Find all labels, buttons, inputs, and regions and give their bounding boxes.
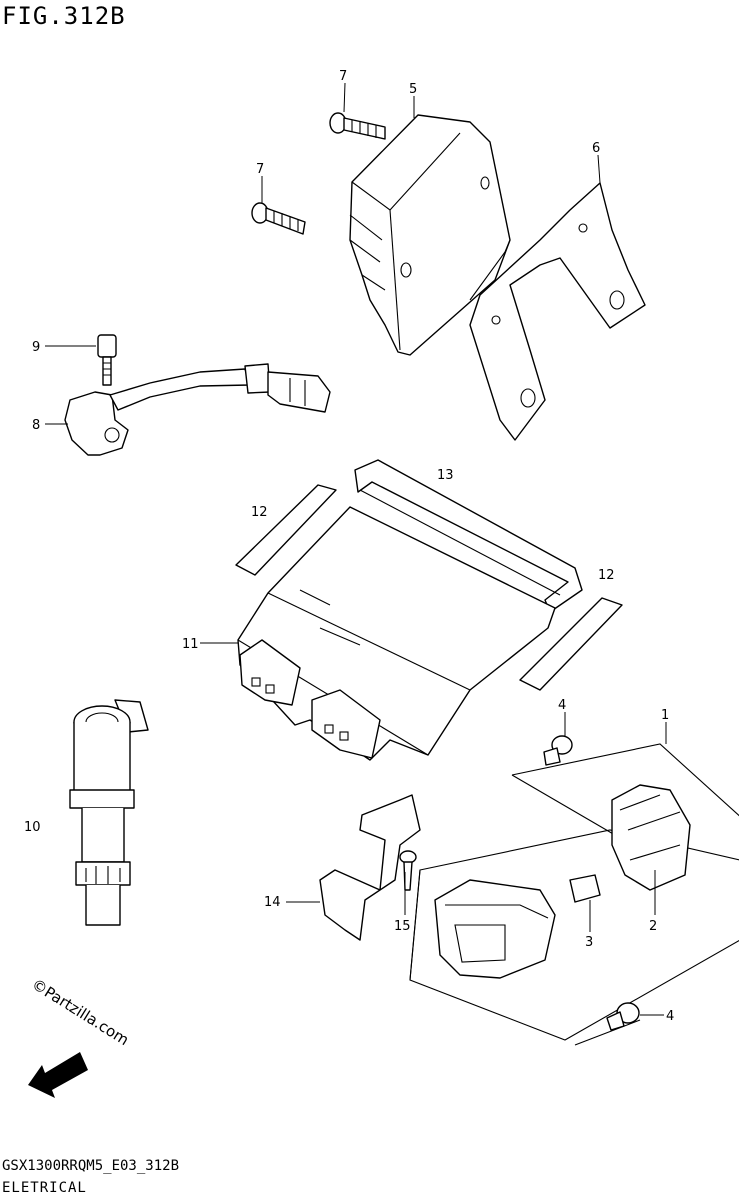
part-6-bracket[interactable]: [469, 182, 646, 441]
callout-13: 13: [437, 468, 454, 483]
callout-3: 3: [585, 935, 593, 950]
part-12-pad-left[interactable]: [235, 484, 337, 576]
part-7-bolt-upper[interactable]: [329, 112, 386, 140]
part-11-ecu[interactable]: [237, 506, 556, 761]
fwd-arrow-icon: FWD: [28, 1052, 88, 1098]
callout-4-lower: 4: [666, 1009, 674, 1024]
callout-9: 9: [32, 340, 40, 355]
part-1-relay-assembly[interactable]: [409, 743, 739, 1041]
part-2-relay[interactable]: [611, 784, 691, 891]
callout-1: 1: [661, 708, 669, 723]
callout-14: 14: [264, 895, 281, 910]
part-4-bolt-lower[interactable]: [574, 1002, 641, 1046]
part-4-bolt-upper[interactable]: [543, 735, 573, 766]
callout-11: 11: [182, 637, 199, 652]
callout-15: 15: [394, 919, 411, 934]
callout-7-lower: 7: [256, 162, 264, 177]
part-15-screw[interactable]: [399, 850, 417, 891]
callout-5: 5: [409, 82, 417, 97]
callout-7-upper: 7: [339, 69, 347, 84]
callout-10: 10: [24, 820, 41, 835]
part-8-sensor[interactable]: [64, 363, 331, 456]
part-12-pad-right[interactable]: [519, 597, 623, 691]
callout-lines: [45, 82, 667, 1016]
callout-8: 8: [32, 418, 40, 433]
callout-12-left: 12: [251, 505, 268, 520]
callout-4-upper: 4: [558, 698, 566, 713]
figure-title: FIG.312B: [2, 2, 126, 30]
part-5-module[interactable]: [349, 114, 511, 356]
part-10-ignition-coil[interactable]: [69, 699, 149, 926]
fuse-box[interactable]: [434, 879, 556, 979]
callout-6: 6: [592, 141, 600, 156]
callout-12-right: 12: [598, 568, 615, 583]
part-3-fuse[interactable]: [569, 874, 601, 903]
callout-2: 2: [649, 919, 657, 934]
part-14-bracket[interactable]: [319, 794, 421, 941]
part-7-bolt-lower[interactable]: [251, 202, 306, 235]
part-9-bolt[interactable]: [97, 334, 117, 386]
figure-code: GSX1300RRQM5_E03_312B: [2, 1158, 180, 1174]
figure-category: ELETRICAL: [2, 1180, 87, 1196]
